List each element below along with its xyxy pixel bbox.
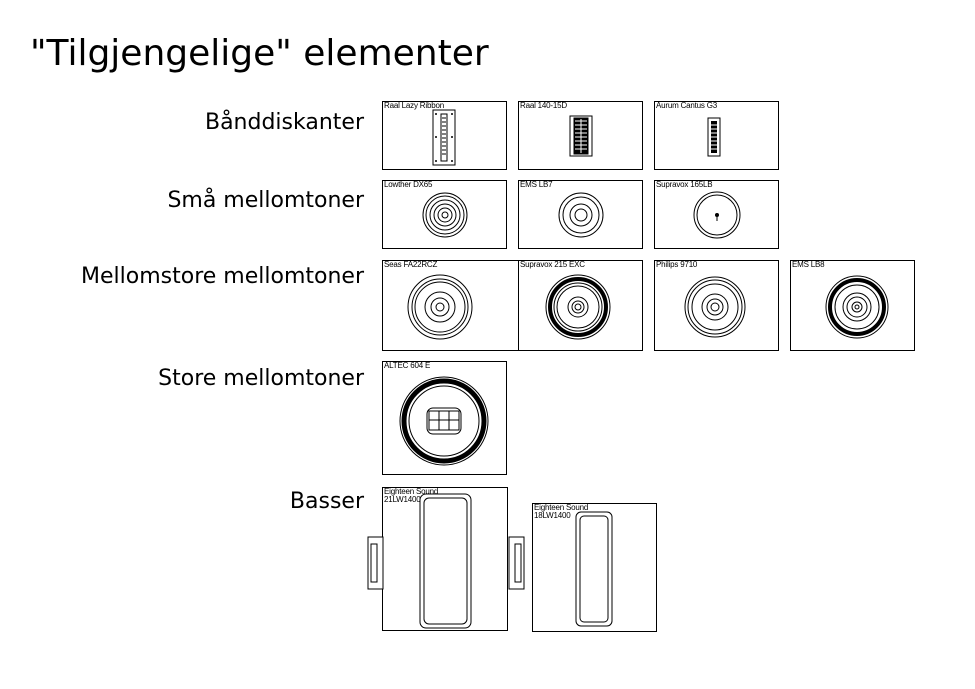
driver-card-philips-9710: Philips 9710: [654, 260, 779, 351]
driver-card-altec-604e: ALTEC 604 E: [382, 361, 507, 475]
category-label-ribbon-tweeters: Bånddiskanter: [204, 110, 364, 135]
woofer-side-profile-drawing: [367, 493, 525, 629]
ribbon-tweeter-drawing: [707, 117, 721, 157]
ribbon-tweeter-drawing: [569, 115, 593, 157]
driver-card-aurum-cantus-g3: Aurum Cantus G3: [654, 101, 779, 170]
speaker-cone-drawing: [407, 274, 473, 340]
speaker-cone-drawing: [558, 192, 604, 238]
category-label-woofers: Basser: [289, 489, 364, 514]
speaker-cone-drawing: [693, 191, 741, 239]
driver-name: Lowther DX65: [384, 180, 433, 189]
speaker-cone-drawing: [422, 192, 468, 238]
coaxial-driver-drawing: [399, 376, 489, 466]
speaker-cone-drawing: [545, 274, 611, 340]
driver-name: EMS LB7: [520, 180, 553, 189]
driver-card-supravox-215-exc: Supravox 215 EXC: [518, 260, 643, 351]
category-label-small-midranges: Små mellomtoner: [167, 188, 364, 213]
driver-card-supravox-165lb: Supravox 165LB: [654, 180, 779, 249]
driver-name: Philips 9710: [656, 260, 698, 269]
driver-name: Supravox 215 EXC: [520, 260, 585, 269]
driver-name: Raal Lazy Ribbon: [384, 101, 444, 110]
driver-name: Aurum Cantus G3: [656, 101, 718, 110]
driver-name: Supravox 165LB: [656, 180, 713, 189]
category-label-large-midranges: Store mellomtoner: [158, 366, 364, 391]
speaker-cone-drawing: [825, 275, 889, 339]
driver-card-eighteen-sound-18lw1400: Eighteen Sound 18LW1400: [532, 503, 657, 632]
driver-card-raal-lazy-ribbon: Raal Lazy Ribbon: [382, 101, 507, 170]
page-title: "Tilgjengelige" elementer: [30, 33, 489, 74]
driver-card-eighteen-sound-21lw1400: Eighteen Sound 21LW1400: [367, 487, 525, 631]
driver-name: Seas FA22RCZ: [384, 260, 438, 269]
driver-name: ALTEC 604 E: [384, 361, 431, 370]
woofer-side-profile-drawing: [575, 511, 613, 627]
driver-name: Raal 140-15D: [520, 101, 567, 110]
speaker-cone-drawing: [684, 276, 746, 338]
driver-name: EMS LB8: [792, 260, 825, 269]
driver-card-lowther-dx65: Lowther DX65: [382, 180, 507, 249]
driver-name: Eighteen Sound 21LW1400: [384, 487, 439, 504]
ribbon-tweeter-drawing: [432, 109, 456, 166]
driver-card-raal-140-15d: Raal 140-15D: [518, 101, 643, 170]
category-label-medium-midranges: Mellomstore mellomtoner: [81, 264, 364, 289]
driver-card-ems-lb7: EMS LB7: [518, 180, 643, 249]
driver-name: Eighteen Sound 18LW1400: [534, 503, 589, 520]
driver-card-ems-lb8: EMS LB8: [790, 260, 915, 351]
